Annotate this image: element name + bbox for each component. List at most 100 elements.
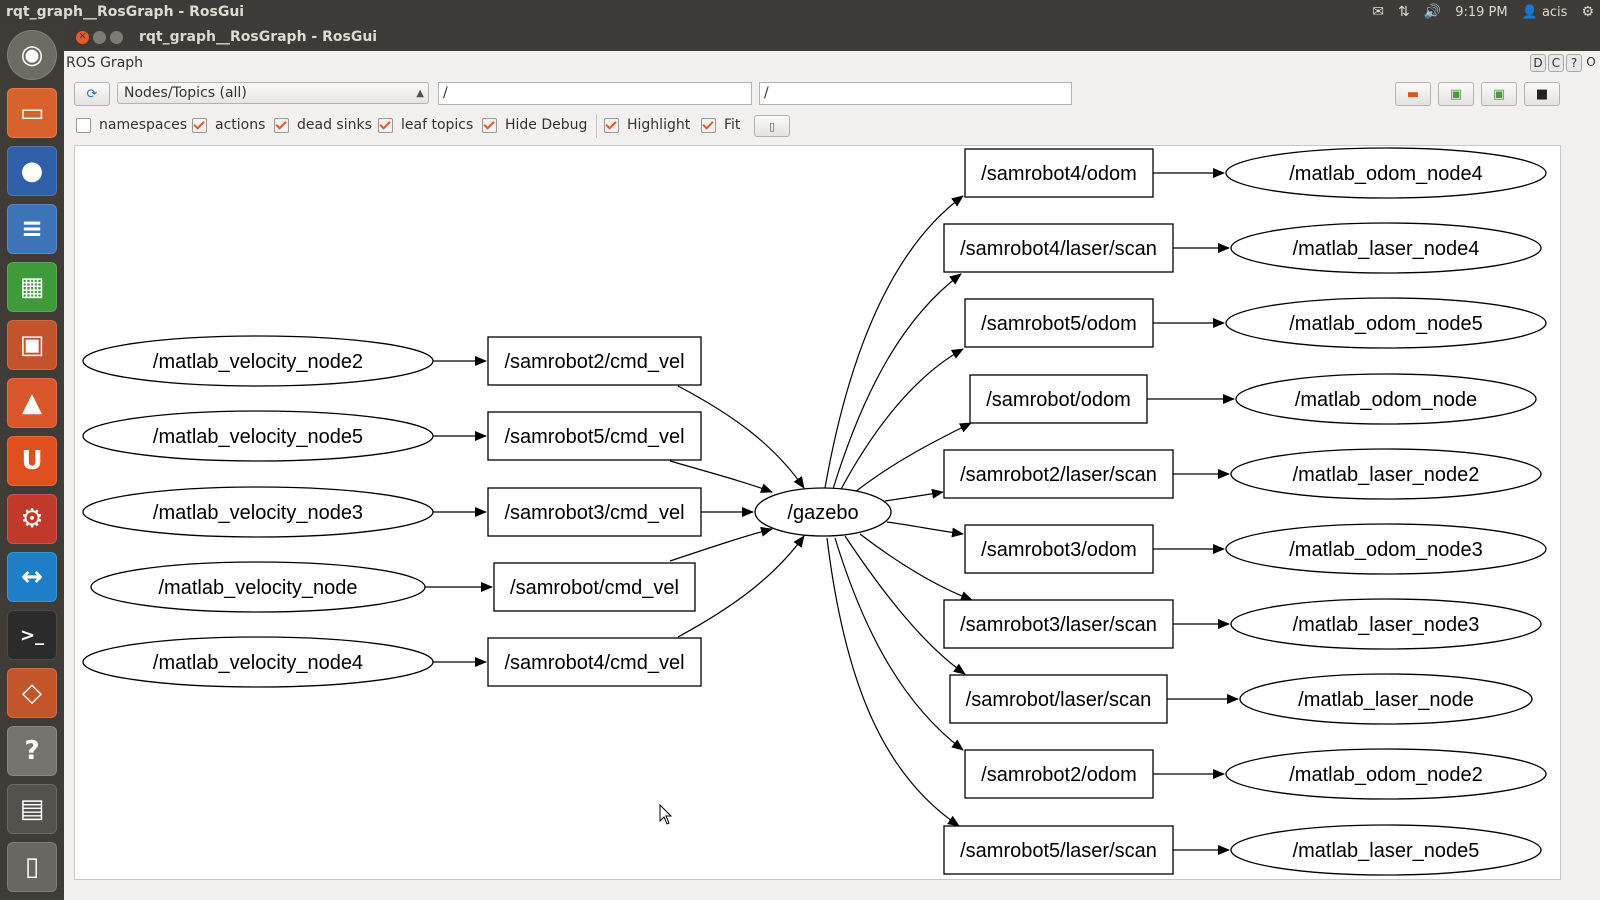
sensor-topic[interactable]: /samrobot/laser/scan <box>949 674 1168 724</box>
cmd-vel-topic[interactable]: /samrobot4/cmd_vel <box>487 637 702 687</box>
subscriber-node[interactable]: /matlab_laser_node <box>1239 673 1533 725</box>
system-settings-icon[interactable]: ⚙ <box>7 494 57 544</box>
actions-checkbox[interactable]: actions <box>192 117 265 133</box>
writer-icon[interactable]: ≡ <box>7 204 57 254</box>
ros-graph-svg[interactable]: /gazebo/matlab_velocity_node2/samrobot2/… <box>75 146 1560 879</box>
cmd-vel-topic-shape <box>487 411 702 461</box>
checkbox-box[interactable] <box>482 117 497 133</box>
sensor-topic-shape <box>943 449 1174 499</box>
folder-icon: ▬ <box>1406 86 1420 102</box>
subscriber-node[interactable]: /matlab_odom_node2 <box>1225 748 1547 800</box>
sensor-topic[interactable]: /samrobot5/odom <box>964 298 1154 348</box>
volume-icon[interactable]: 🔊 <box>1423 4 1442 20</box>
sensor-topic-shape <box>969 374 1148 424</box>
checkbox-box[interactable] <box>76 117 91 133</box>
fit-in-view-button[interactable]: ▯ <box>754 115 790 137</box>
dead-sinks-checkbox[interactable]: dead sinks <box>274 117 372 133</box>
gazebo-node[interactable]: /gazebo <box>754 487 892 537</box>
sensor-topic-label: /samrobot3/odom <box>981 539 1137 561</box>
sensor-topic[interactable]: /samrobot3/laser/scan <box>943 599 1174 649</box>
leaf-topics-checkbox[interactable]: leaf topics <box>378 117 473 133</box>
actions-label: actions <box>215 117 266 133</box>
subscriber-node-shape <box>1230 222 1542 274</box>
mail-icon[interactable]: ✉ <box>1372 4 1385 20</box>
subscriber-node[interactable]: /matlab_laser_node4 <box>1230 222 1542 274</box>
close-window-button[interactable]: ✕ <box>76 31 89 44</box>
cmd-vel-topic[interactable]: /samrobot3/cmd_vel <box>487 487 702 537</box>
topic-filter-input[interactable]: / <box>759 82 1072 105</box>
checkbox-box[interactable] <box>274 117 289 133</box>
sensor-topic[interactable]: /samrobot5/laser/scan <box>943 825 1174 875</box>
maximize-window-button[interactable] <box>110 31 123 44</box>
subscriber-node[interactable]: /matlab_odom_node <box>1235 373 1537 425</box>
cmd-vel-topic[interactable]: /samrobot5/cmd_vel <box>487 411 702 461</box>
network-icon[interactable]: ⇅ <box>1398 4 1410 20</box>
workspace-icon[interactable]: ◇ <box>7 668 57 718</box>
cmd-vel-topic[interactable]: /samrobot2/cmd_vel <box>487 336 702 386</box>
subscriber-node-label: /matlab_laser_node3 <box>1293 614 1480 636</box>
save-image-button[interactable]: ▣ <box>1481 82 1517 106</box>
sensor-topic[interactable]: /samrobot2/laser/scan <box>943 449 1174 499</box>
calc-icon[interactable]: ▦ <box>7 262 57 312</box>
subscriber-node[interactable]: /matlab_odom_node4 <box>1225 147 1547 199</box>
sensor-topic[interactable]: /samrobot4/odom <box>964 148 1154 198</box>
workspace-switcher-icon[interactable]: ▤ <box>7 784 57 834</box>
graph-type-select[interactable]: Nodes/Topics (all) ▲ <box>117 82 429 104</box>
ros-graph-canvas[interactable]: /gazebo/matlab_velocity_node2/samrobot2/… <box>74 145 1561 880</box>
highlight-checkbox[interactable]: Highlight <box>604 117 690 133</box>
hide-debug-checkbox[interactable]: Hide Debug <box>482 117 587 133</box>
checkbox-box[interactable] <box>604 117 619 133</box>
power-icon[interactable]: ⚙ <box>1581 4 1594 20</box>
terminal-icon[interactable]: >_ <box>7 610 57 660</box>
publisher-node[interactable]: /matlab_velocity_node5 <box>82 410 434 462</box>
publisher-node[interactable]: /matlab_velocity_node2 <box>82 335 434 387</box>
publisher-node[interactable]: /matlab_velocity_node <box>90 561 426 613</box>
impress-icon[interactable]: ▣ <box>7 320 57 370</box>
publisher-node[interactable]: /matlab_velocity_node3 <box>82 486 434 538</box>
checkbox-box[interactable] <box>378 117 393 133</box>
sensor-topic[interactable]: /samrobot3/odom <box>964 524 1154 574</box>
dash-home-icon[interactable]: ◉ <box>7 30 57 80</box>
publisher-node[interactable]: /matlab_velocity_node4 <box>82 636 434 688</box>
save-dot-button[interactable]: ▣ <box>1438 82 1474 106</box>
refresh-button[interactable]: ⟳ <box>74 82 110 106</box>
help-button[interactable]: ? <box>1566 54 1582 72</box>
namespaces-checkbox[interactable]: namespaces <box>76 117 187 133</box>
gazebo-node-shape <box>754 487 892 537</box>
minimize-window-button[interactable] <box>93 31 106 44</box>
firefox-icon[interactable]: ● <box>7 146 57 196</box>
checkbox-box[interactable] <box>192 117 207 133</box>
sensor-topic[interactable]: /samrobot/odom <box>969 374 1148 424</box>
cmd-vel-topic[interactable]: /samrobot/cmd_vel <box>493 562 696 612</box>
user-menu[interactable]: 👤 acis <box>1522 5 1568 20</box>
fit-checkbox[interactable]: Fit <box>701 117 740 133</box>
fit-screen-button[interactable]: ■ <box>1524 82 1560 106</box>
subscriber-node[interactable]: /matlab_odom_node5 <box>1225 297 1547 349</box>
checkbox-box[interactable] <box>701 117 716 133</box>
sensor-topic[interactable]: /samrobot4/laser/scan <box>943 223 1174 273</box>
software-center-icon[interactable]: ▲ <box>7 378 57 428</box>
subscriber-node[interactable]: /matlab_laser_node5 <box>1230 824 1542 876</box>
help-icon[interactable]: ? <box>7 726 57 776</box>
trash-icon[interactable]: ▯ <box>7 842 57 892</box>
load-dot-button[interactable]: ▬ <box>1395 82 1431 106</box>
subscriber-node-label: /matlab_laser_node <box>1298 689 1474 711</box>
subscriber-node-shape <box>1225 297 1547 349</box>
subscriber-node[interactable]: /matlab_odom_node3 <box>1225 523 1547 575</box>
dock-button[interactable]: D <box>1530 54 1546 72</box>
files-icon[interactable]: ▭ <box>7 88 57 138</box>
sensor-topic-label: /samrobot/odom <box>986 389 1131 411</box>
topic-to-gazebo-edge <box>677 385 805 489</box>
node-filter-input[interactable]: / <box>438 82 752 105</box>
cmd-vel-topic-shape <box>493 562 696 612</box>
options-button[interactable]: O <box>1586 55 1596 69</box>
reload-plugin-button[interactable]: C <box>1548 54 1564 72</box>
subscriber-node[interactable]: /matlab_laser_node3 <box>1230 598 1542 650</box>
teamviewer-icon[interactable]: ↔ <box>7 552 57 602</box>
clock[interactable]: 9:19 PM <box>1455 4 1508 20</box>
ubuntu-one-icon[interactable]: U <box>7 436 57 486</box>
gazebo-to-topic-edge <box>886 521 964 538</box>
subscriber-node[interactable]: /matlab_laser_node2 <box>1230 448 1542 500</box>
sensor-topic[interactable]: /samrobot2/odom <box>964 749 1154 799</box>
system-top-panel: rqt_graph__RosGraph - RosGui ✉ ⇅ 🔊 9:19 … <box>0 0 1600 24</box>
